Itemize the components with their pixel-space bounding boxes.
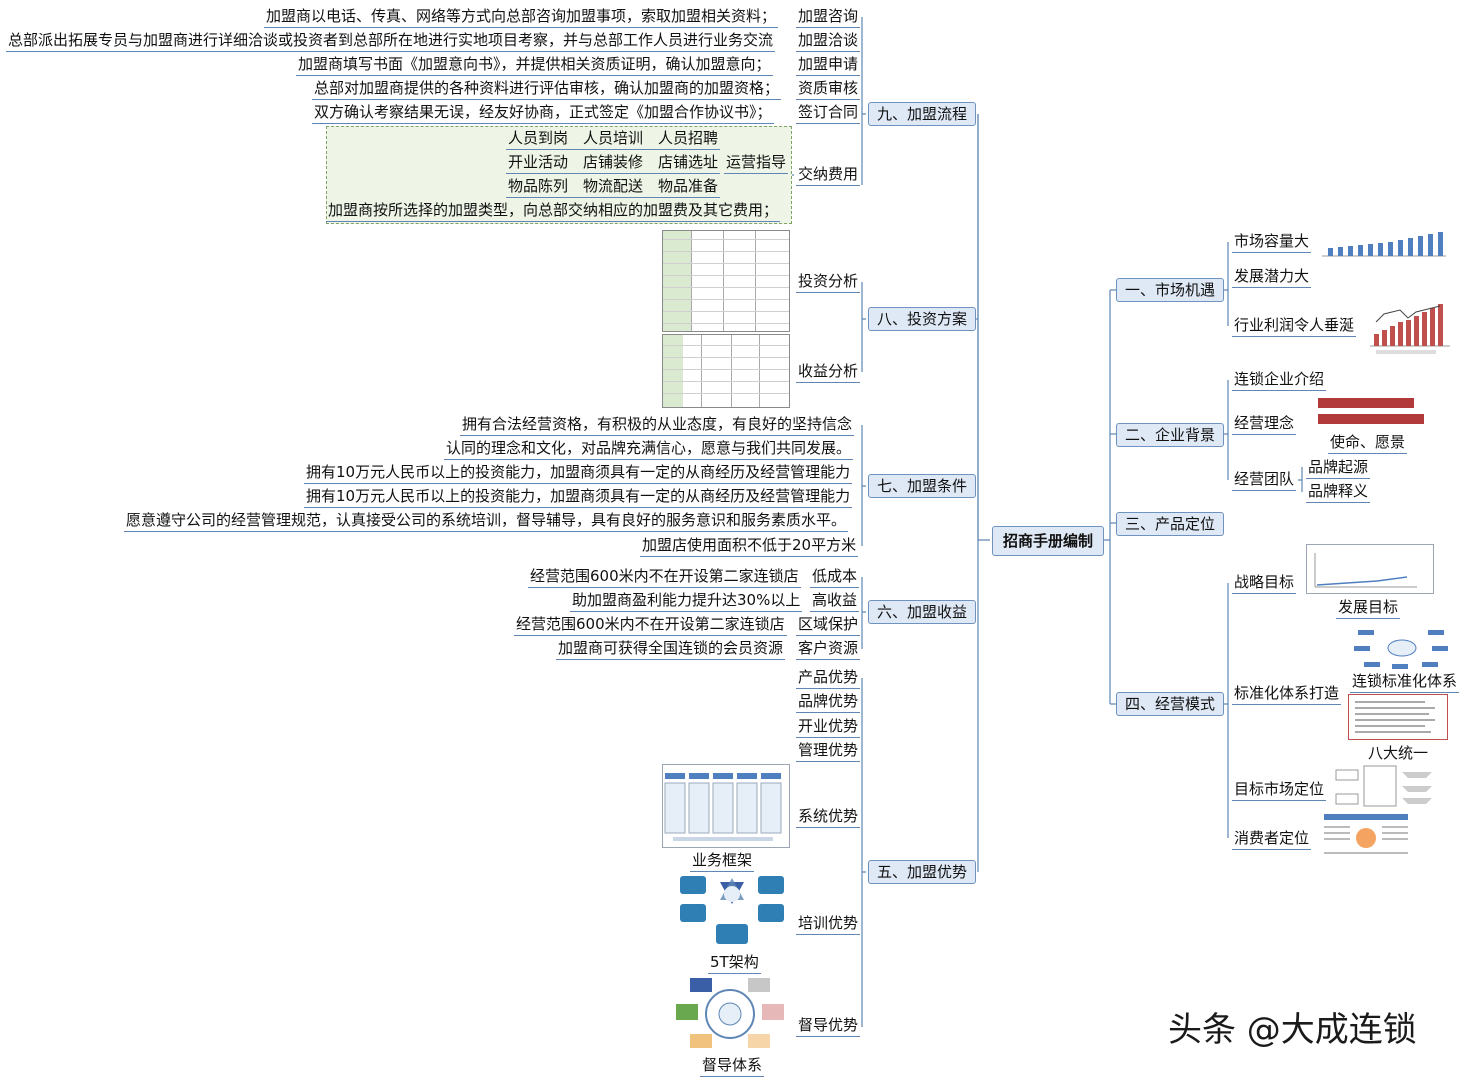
advantage-item[interactable]: 开业优势 bbox=[796, 716, 861, 738]
advantage-item[interactable]: 产品优势 bbox=[796, 667, 861, 689]
team-item[interactable]: 品牌释义 bbox=[1306, 481, 1371, 503]
revenue-table-image bbox=[662, 334, 790, 408]
ops-row: 物品陈列 物流配送 物品准备 bbox=[506, 176, 721, 198]
company-item[interactable]: 连锁企业介绍 bbox=[1232, 369, 1327, 391]
s9-item-desc: 加盟商以电话、传真、网络等方式向总部咨询加盟事项，索取加盟相关资料； bbox=[264, 6, 779, 28]
supervision-caption: 督导体系 bbox=[700, 1055, 765, 1077]
advantage-item[interactable]: 管理优势 bbox=[796, 740, 861, 762]
strategy-chart-image bbox=[1306, 544, 1434, 594]
mission-vision[interactable]: 使命、愿景 bbox=[1328, 432, 1408, 454]
s9-item-label[interactable]: 签订合同 bbox=[796, 102, 861, 124]
category-join-advantages[interactable]: 五、加盟优势 bbox=[868, 860, 977, 884]
revenue-label[interactable]: 区域保护 bbox=[796, 614, 861, 636]
advantage-item[interactable]: 督导优势 bbox=[796, 1015, 861, 1037]
market-item[interactable]: 发展潜力大 bbox=[1232, 266, 1312, 288]
company-item[interactable]: 经营团队 bbox=[1232, 469, 1297, 491]
revenue-label[interactable]: 客户资源 bbox=[796, 638, 861, 660]
revenue-desc: 经营范围600米内不在开设第二家连锁店 bbox=[528, 566, 801, 588]
market-size-chart-image bbox=[1318, 218, 1450, 260]
category-business-model[interactable]: 四、经营模式 bbox=[1116, 692, 1225, 716]
watermark-text: 头条 @大成连锁 bbox=[1168, 1010, 1417, 1050]
investment-table-image bbox=[662, 230, 790, 332]
5t-architecture-image bbox=[676, 872, 788, 948]
mission-arrow-icon bbox=[1318, 398, 1414, 408]
category-market-opportunity[interactable]: 一、市场机遇 bbox=[1116, 278, 1225, 302]
company-item[interactable]: 经营理念 bbox=[1232, 413, 1297, 435]
root-node[interactable]: 招商手册编制 bbox=[992, 526, 1105, 556]
vision-arrow-icon bbox=[1318, 414, 1424, 424]
advantage-item[interactable]: 系统优势 bbox=[796, 806, 861, 828]
condition-item: 愿意遵守公司的经营管理规范，认真接受公司的系统培训，督导辅导，具有良好的服务意识… bbox=[124, 510, 849, 532]
condition-item: 加盟店使用面积不低于20平方米 bbox=[640, 535, 859, 557]
team-item[interactable]: 品牌起源 bbox=[1306, 457, 1371, 479]
s9-item-desc: 总部对加盟商提供的各种资料进行评估审核，确认加盟商的加盟资格； bbox=[312, 78, 782, 100]
s9-item-label[interactable]: 加盟申请 bbox=[796, 54, 861, 76]
condition-item: 认同的理念和文化，对品牌充满信心，愿意与我们共同发展。 bbox=[444, 438, 854, 460]
revenue-label[interactable]: 高收益 bbox=[810, 590, 860, 612]
development-goal[interactable]: 发展目标 bbox=[1336, 597, 1401, 619]
profit-chart-image bbox=[1366, 292, 1454, 358]
framework-caption: 业务框架 bbox=[690, 850, 755, 872]
category-company-background[interactable]: 二、企业背景 bbox=[1116, 423, 1225, 447]
category-join-conditions[interactable]: 七、加盟条件 bbox=[868, 474, 977, 498]
revenue-desc: 助加盟商盈利能力提升达30%以上 bbox=[570, 590, 803, 612]
revenue-desc: 经营范围600米内不在开设第二家连锁店 bbox=[514, 614, 787, 636]
advantage-item[interactable]: 品牌优势 bbox=[796, 691, 861, 713]
consumer-image bbox=[1320, 812, 1412, 862]
business-framework-image bbox=[662, 764, 790, 848]
eight-unified[interactable]: 八大统一 bbox=[1366, 743, 1431, 765]
condition-item: 拥有合法经营资格，有积极的从业态度，有良好的坚持信念 bbox=[460, 414, 855, 436]
supervision-system-image bbox=[672, 976, 788, 1052]
fee-group-box bbox=[326, 126, 792, 224]
ops-row: 开业活动 店铺装修 店铺选址 bbox=[506, 152, 721, 174]
category-join-revenue[interactable]: 六、加盟收益 bbox=[868, 600, 977, 624]
revenue-label[interactable]: 低成本 bbox=[810, 566, 860, 588]
revenue-analysis[interactable]: 收益分析 bbox=[796, 361, 861, 383]
investment-analysis[interactable]: 投资分析 bbox=[796, 271, 861, 293]
s9-item-desc: 加盟商填写书面《加盟意向书》，并提供相关资质证明，确认加盟意向； bbox=[296, 54, 773, 76]
5t-caption: 5T架构 bbox=[708, 952, 761, 974]
business-item[interactable]: 标准化体系打造 bbox=[1232, 683, 1342, 705]
target-market-image bbox=[1334, 764, 1434, 810]
condition-item: 拥有10万元人民币以上的投资能力，加盟商须具有一定的从商经历及经营管理能力 bbox=[304, 462, 853, 484]
s9-item-label[interactable]: 加盟咨询 bbox=[796, 6, 861, 28]
revenue-desc: 加盟商可获得全国连锁的会员资源 bbox=[556, 638, 786, 660]
standardization-image bbox=[1352, 624, 1450, 672]
condition-item: 拥有10万元人民币以上的投资能力，加盟商须具有一定的从商经历及经营管理能力 bbox=[304, 486, 853, 508]
ops-row: 人员到岗 人员培训 人员招聘 bbox=[506, 128, 721, 150]
fee-label[interactable]: 交纳费用 bbox=[796, 164, 861, 186]
category-investment-plan[interactable]: 八、投资方案 bbox=[868, 307, 977, 331]
business-item[interactable]: 战略目标 bbox=[1232, 572, 1297, 594]
fee-desc: 加盟商按所选择的加盟类型，向总部交纳相应的加盟费及其它费用； bbox=[326, 200, 781, 222]
s9-item-label[interactable]: 资质审核 bbox=[796, 78, 861, 100]
business-item[interactable]: 目标市场定位 bbox=[1232, 779, 1327, 801]
s9-item-label[interactable]: 加盟洽谈 bbox=[796, 30, 861, 52]
advantage-item[interactable]: 培训优势 bbox=[796, 913, 861, 935]
category-join-process[interactable]: 九、加盟流程 bbox=[868, 102, 977, 126]
s9-item-desc: 双方确认考察结果无误，经友好协商，正式签定《加盟合作协议书》； bbox=[312, 102, 774, 124]
market-item[interactable]: 市场容量大 bbox=[1232, 231, 1312, 253]
category-product-positioning[interactable]: 三、产品定位 bbox=[1116, 512, 1225, 536]
market-item[interactable]: 行业利润令人垂涎 bbox=[1232, 315, 1357, 337]
business-item[interactable]: 消费者定位 bbox=[1232, 828, 1312, 850]
ops-guidance-label[interactable]: 运营指导 bbox=[724, 152, 789, 174]
eight-unified-image bbox=[1348, 694, 1448, 740]
chain-standard-system[interactable]: 连锁标准化体系 bbox=[1350, 671, 1460, 693]
s9-item-desc: 总部派出拓展专员与加盟商进行详细洽谈或投资者到总部所在地进行实地项目考察，并与总… bbox=[6, 30, 776, 52]
